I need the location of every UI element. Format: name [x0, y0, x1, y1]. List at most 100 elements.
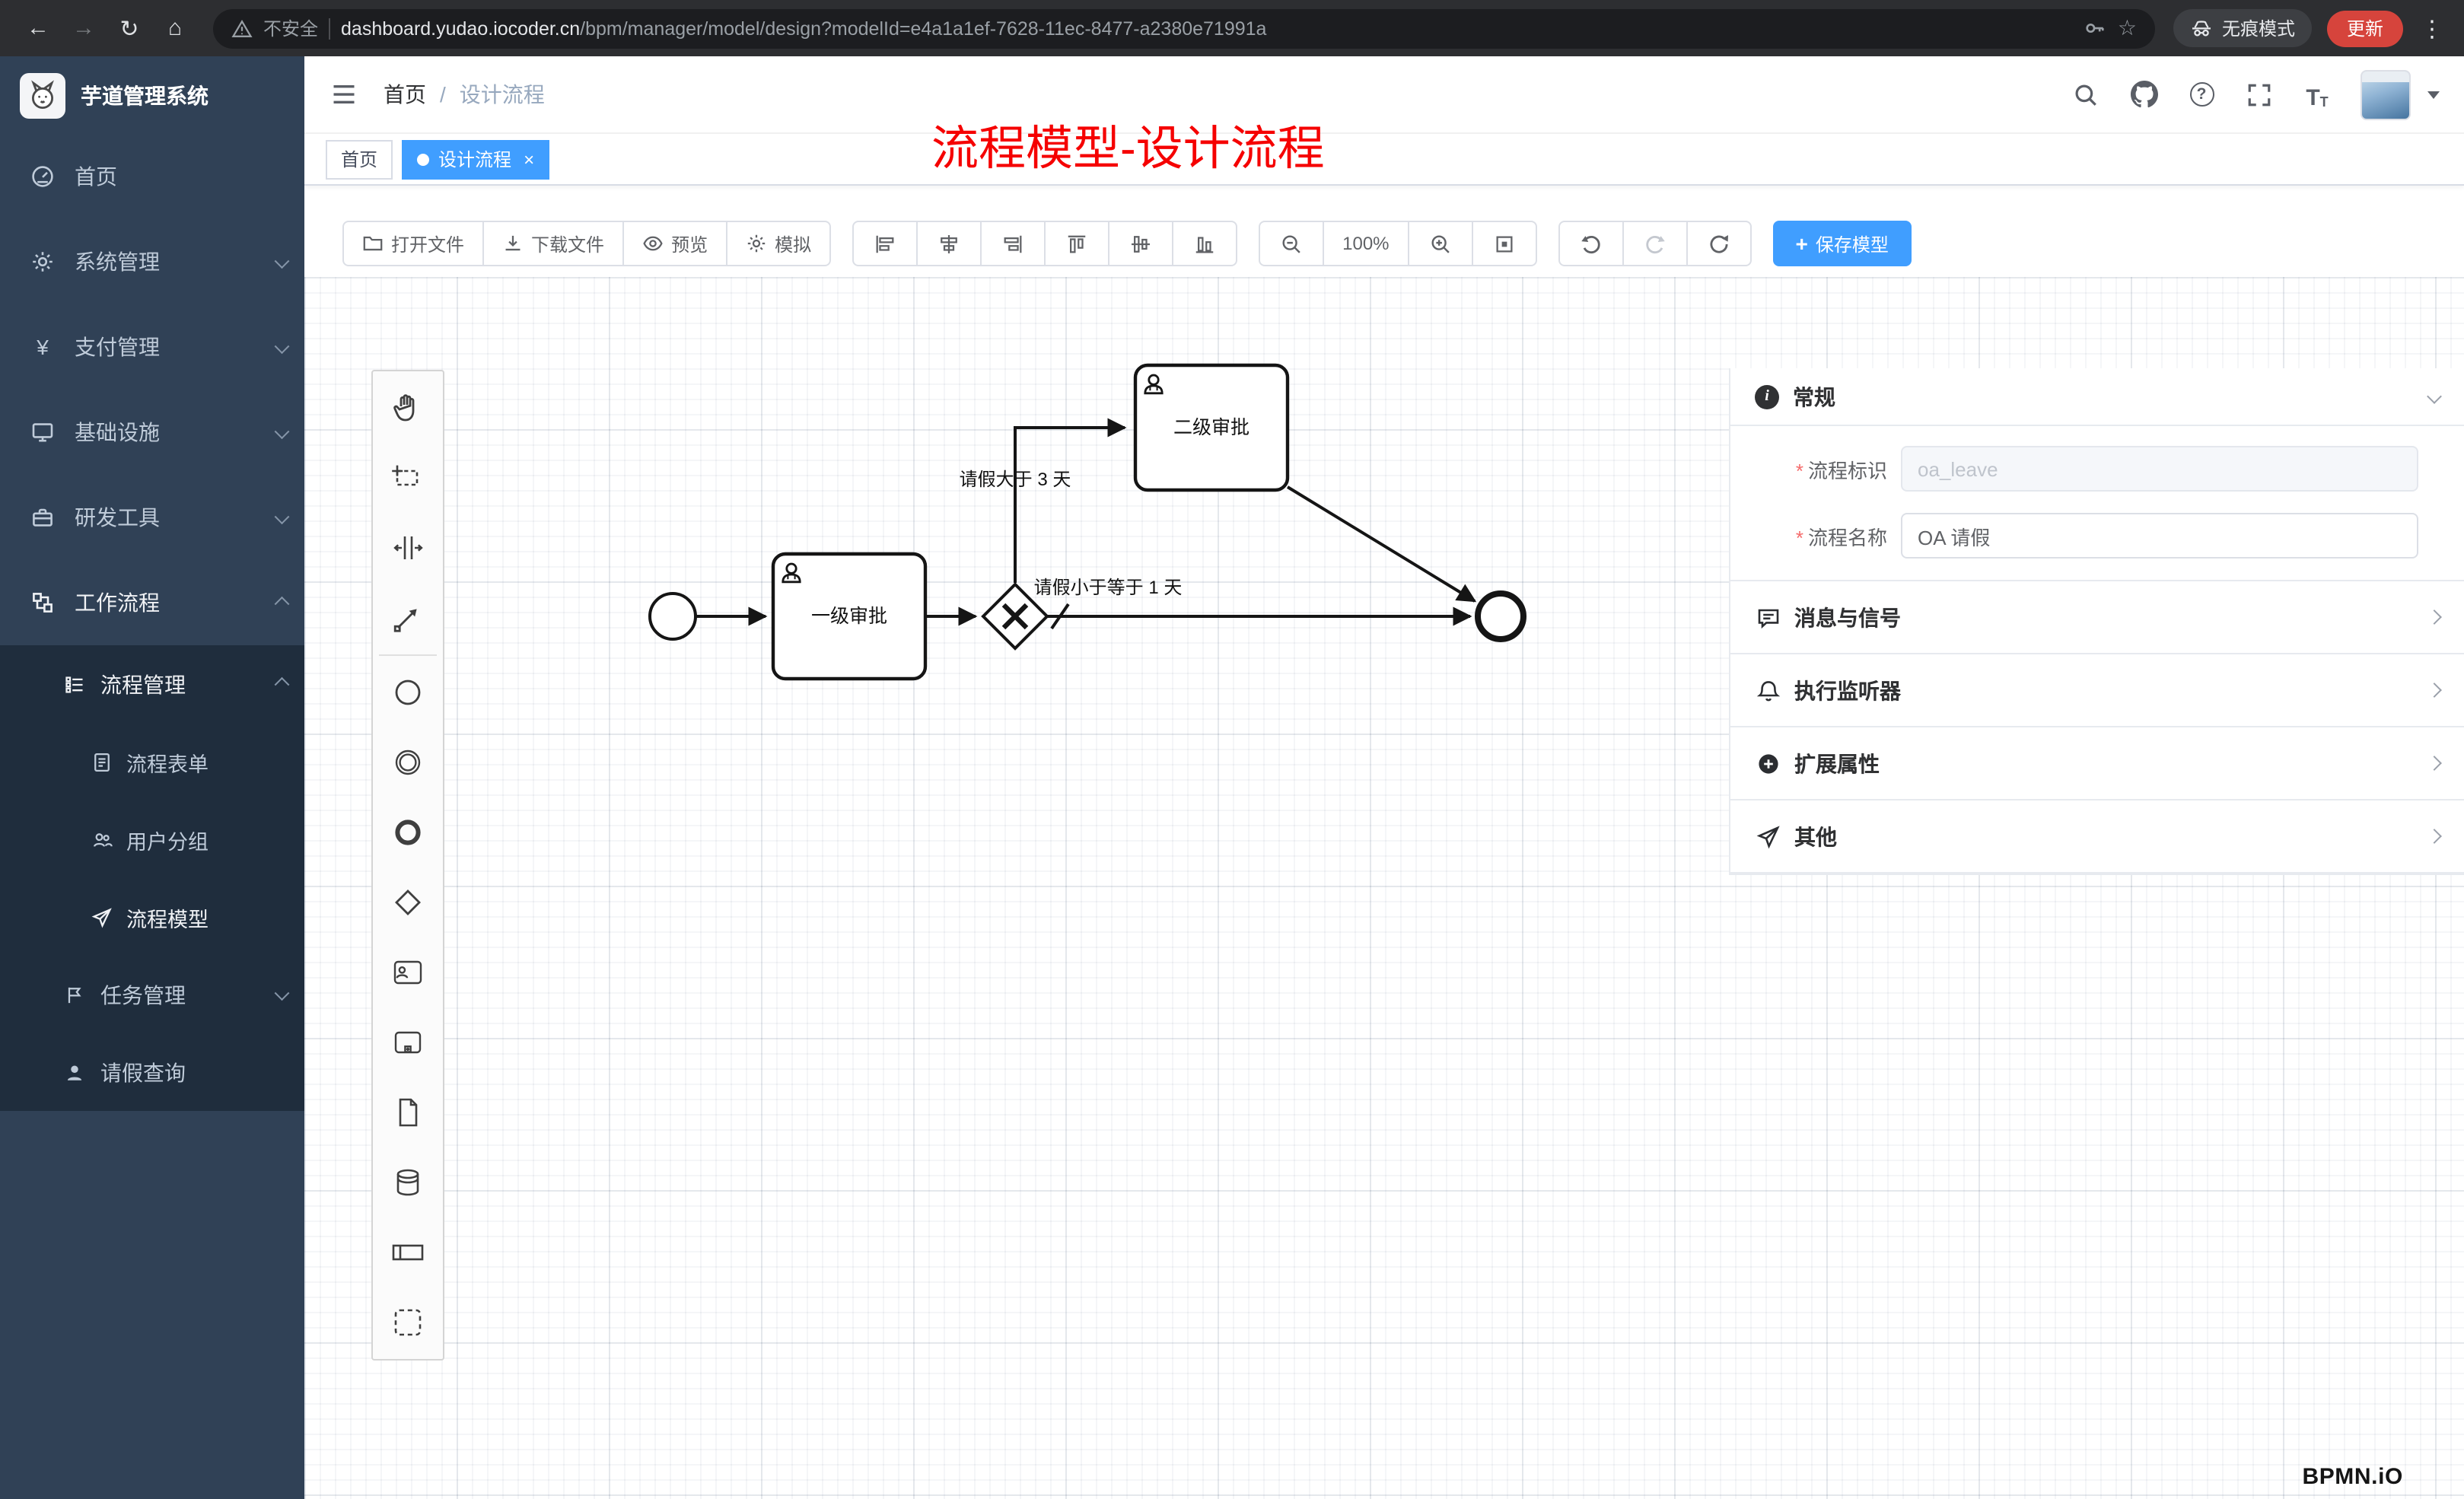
task2-shape[interactable]: 二级审批 [1133, 363, 1290, 492]
create-intermediate-event-icon[interactable] [373, 727, 443, 797]
avatar[interactable] [2361, 69, 2411, 119]
zoom-reset-button[interactable] [1471, 221, 1537, 266]
section-execution-listener[interactable]: 执行监听器 [1730, 654, 2464, 727]
align-left-icon [874, 232, 896, 255]
align-bottom-button[interactable] [1172, 221, 1238, 266]
section-extended-attrs[interactable]: 扩展属性 [1730, 727, 2464, 800]
eye-icon [642, 233, 664, 254]
bpmn-diagram[interactable]: 请假大于 3 天 请假小于等于 1 天 一级审批 [304, 277, 2464, 1499]
sidebar-item-user-group[interactable]: 用户分组 [0, 800, 304, 878]
bpmn-canvas[interactable]: 请假大于 3 天 请假小于等于 1 天 一级审批 [304, 277, 2464, 1499]
zoom-in-button[interactable] [1407, 221, 1473, 266]
sidebar-item-system[interactable]: 系统管理 [0, 219, 304, 304]
process-key-label: *流程标识 [1795, 459, 1887, 482]
global-connect-tool-icon[interactable] [373, 583, 443, 653]
exclusive-gateway-shape[interactable] [981, 582, 1049, 651]
start-event-shape[interactable] [648, 592, 697, 641]
section-message-signal[interactable]: 消息与信号 [1730, 581, 2464, 654]
create-user-task-icon[interactable] [373, 937, 443, 1007]
create-gateway-icon[interactable] [373, 867, 443, 937]
create-end-event-icon[interactable] [373, 797, 443, 867]
workflow-submenu: 流程管理 流程表单 用户分组 流程模型 任务管理 请假 [0, 645, 304, 1111]
plus-circle-icon [1755, 750, 1781, 776]
save-model-button[interactable]: + 保存模型 [1772, 221, 1912, 266]
undo-button[interactable] [1558, 221, 1624, 266]
sidebar-item-process-model[interactable]: 流程模型 [0, 878, 304, 956]
create-start-event-icon[interactable] [373, 657, 443, 727]
chevron-down-icon [274, 508, 288, 524]
breadcrumb-home[interactable]: 首页 [384, 82, 426, 107]
zoom-level[interactable]: 100% [1323, 221, 1409, 266]
preview-button[interactable]: 预览 [622, 221, 728, 266]
restart-button[interactable] [1686, 221, 1752, 266]
redo-button[interactable] [1622, 221, 1688, 266]
breadcrumb-separator: / [440, 82, 446, 107]
create-data-object-icon[interactable] [373, 1077, 443, 1147]
search-icon[interactable] [2071, 80, 2100, 109]
align-top-button[interactable] [1044, 221, 1110, 266]
task1-shape[interactable]: 一级审批 [771, 552, 928, 681]
sidebar-item-task-mgmt[interactable]: 任务管理 [0, 956, 304, 1033]
lasso-tool-icon[interactable] [373, 443, 443, 513]
tab-design-process[interactable]: 设计流程 × [402, 139, 550, 179]
close-icon[interactable]: × [524, 148, 535, 170]
simulate-button[interactable]: 模拟 [726, 221, 832, 266]
align-left-button[interactable] [852, 221, 918, 266]
sidebar-item-leave-query[interactable]: 请假查询 [0, 1033, 304, 1111]
gear-icon [746, 233, 767, 254]
create-group-icon[interactable] [373, 1287, 443, 1357]
default-flow-marker [1050, 603, 1070, 630]
logo-image [20, 72, 65, 118]
zoom-out-button[interactable] [1259, 221, 1325, 266]
fullscreen-icon[interactable] [2245, 80, 2274, 109]
forward-icon[interactable]: → [72, 15, 95, 41]
help-icon[interactable]: ? [2187, 80, 2216, 109]
sidebar-collapse-icon[interactable] [329, 79, 359, 110]
browser-menu-icon[interactable]: ⋮ [2421, 16, 2443, 42]
update-button[interactable]: 更新 [2326, 10, 2403, 46]
create-data-store-icon[interactable] [373, 1147, 443, 1217]
bpmn-io-logo[interactable]: BPMN.iO [2302, 1464, 2403, 1490]
create-participant-icon[interactable] [373, 1217, 443, 1287]
align-button-group [852, 221, 1238, 266]
tags-view: 首页 设计流程 × [304, 134, 2464, 186]
sidebar-item-home[interactable]: 首页 [0, 134, 304, 219]
sidebar-item-process-mgmt[interactable]: 流程管理 [0, 645, 304, 723]
align-center-button[interactable] [916, 221, 982, 266]
align-right-button[interactable] [980, 221, 1046, 266]
github-icon[interactable] [2129, 80, 2158, 109]
dashboard-icon [30, 164, 55, 189]
bpmn-palette [371, 370, 444, 1361]
flow-gateway-to-task2[interactable] [1014, 418, 1127, 583]
chevron-down-icon [274, 338, 288, 353]
tab-home[interactable]: 首页 [326, 139, 393, 179]
sidebar-item-infra[interactable]: 基础设施 [0, 390, 304, 475]
plus-icon: + [1795, 231, 1808, 256]
section-other[interactable]: 其他 [1730, 800, 2464, 874]
sidebar-item-payment[interactable]: ¥ 支付管理 [0, 304, 304, 390]
hand-tool-icon[interactable] [373, 373, 443, 443]
end-event-shape[interactable] [1475, 590, 1526, 642]
sidebar-item-workflow[interactable]: 工作流程 [0, 560, 304, 645]
reload-icon[interactable]: ↻ [119, 16, 139, 42]
avatar-caret-icon[interactable] [2427, 91, 2440, 98]
download-file-button[interactable]: 下载文件 [482, 221, 625, 266]
home-icon[interactable]: ⌂ [167, 15, 183, 41]
create-subprocess-icon[interactable] [373, 1007, 443, 1077]
address-bar[interactable]: 不安全 dashboard.yudao.iocoder.cn/bpm/manag… [213, 8, 2155, 48]
process-name-input[interactable] [1901, 513, 2418, 559]
section-general[interactable]: i 常规 [1730, 368, 2464, 426]
app-logo[interactable]: 芋道管理系统 [0, 56, 304, 134]
sidebar-item-process-form[interactable]: 流程表单 [0, 723, 304, 800]
sidebar-item-devtools[interactable]: 研发工具 [0, 475, 304, 560]
process-key-row: *流程标识 [1730, 446, 2464, 492]
tree-icon [64, 673, 85, 695]
key-icon[interactable] [2084, 17, 2107, 40]
back-icon[interactable]: ← [27, 15, 49, 41]
flow-task2-to-end[interactable] [1286, 485, 1477, 603]
open-file-button[interactable]: 打开文件 [342, 221, 485, 266]
align-middle-button[interactable] [1108, 221, 1174, 266]
space-tool-icon[interactable] [373, 513, 443, 583]
bookmark-star-icon[interactable]: ☆ [2117, 15, 2137, 40]
